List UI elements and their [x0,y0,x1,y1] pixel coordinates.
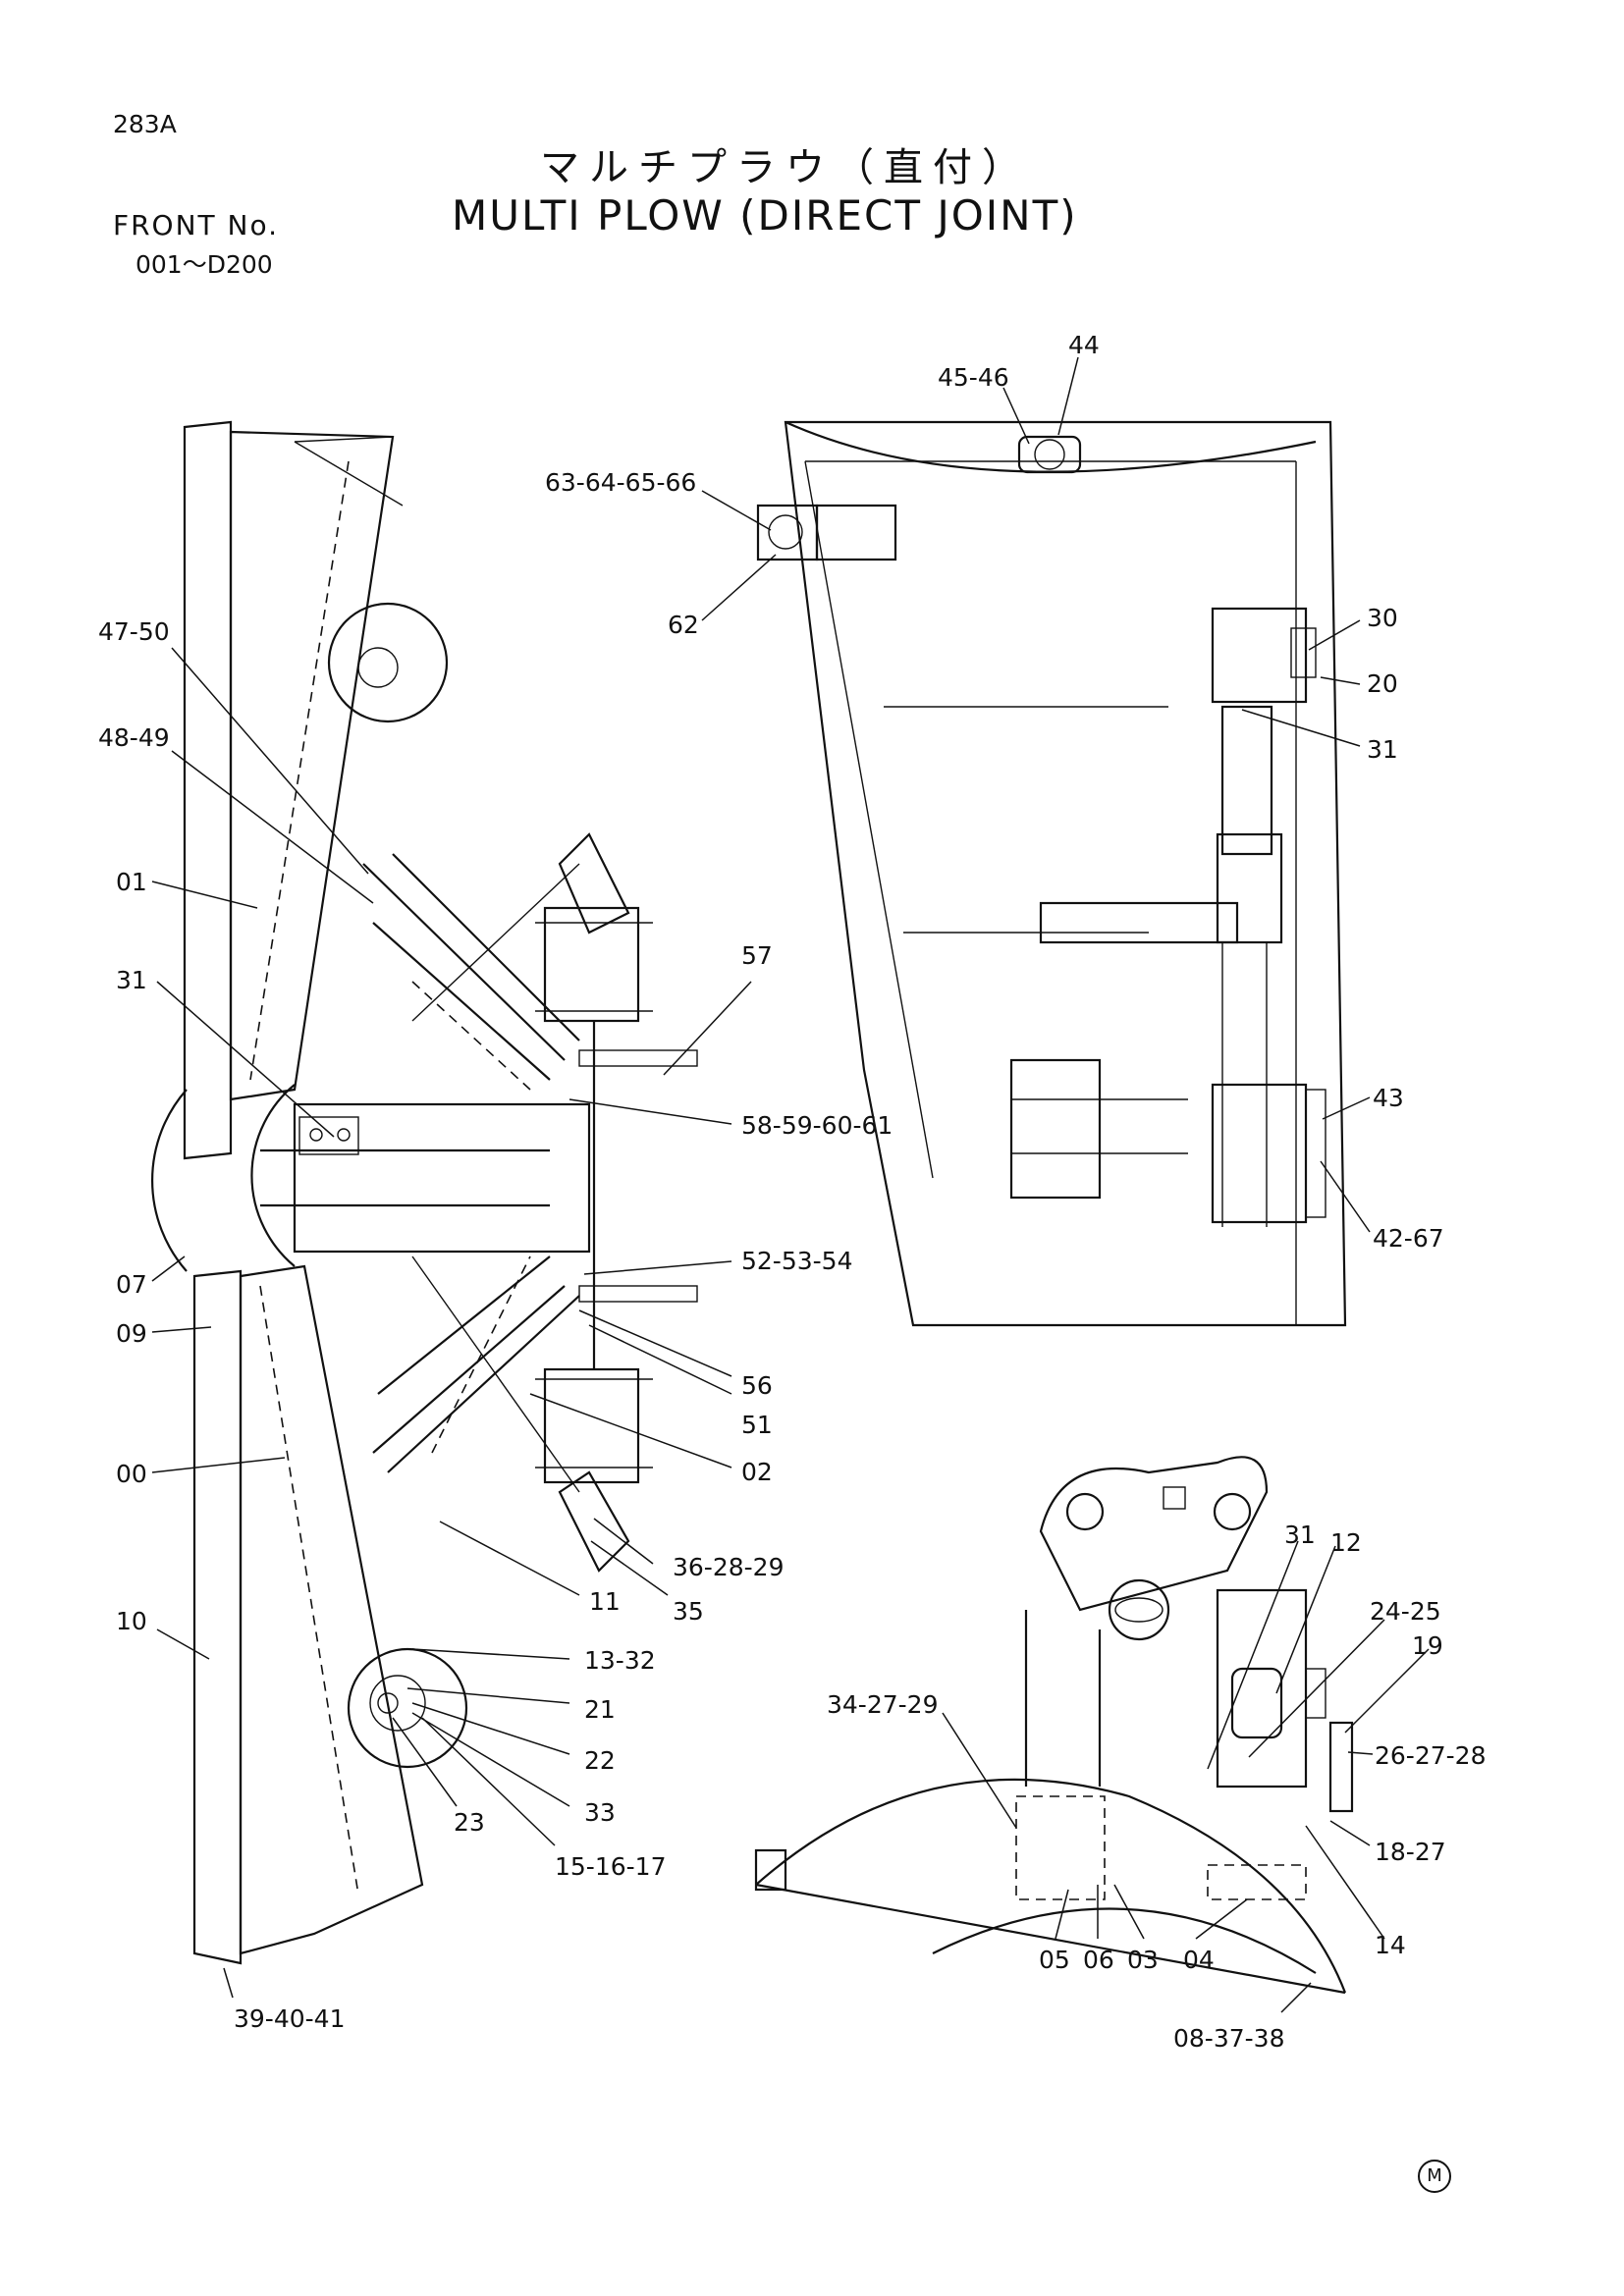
callout-15-16-17: 15-16-17 [555,1852,666,1881]
callout-19: 19 [1412,1631,1443,1660]
callout-labels: 47-50 48-49 01 31 07 09 00 10 39-40-41 5… [98,331,1486,2053]
top-eye-bracket [1017,435,1082,474]
callout-09: 09 [116,1319,147,1348]
upper-gauge-wheel [327,602,449,723]
inner-bracket [1009,1058,1102,1200]
maker-mark-logo: M [1418,2160,1451,2193]
lower-blade [239,1264,424,1955]
title-english: MULTI PLOW (DIRECT JOINT) [452,191,1078,240]
callout-31-plan: 31 [116,966,147,994]
callout-22: 22 [584,1746,616,1775]
upper-cylinder [362,863,566,1061]
side-frame [784,420,1347,1327]
upper-blade-edge [183,420,233,1160]
front-number-label: FRONT No. [113,209,280,241]
front-column [1216,1588,1308,1789]
callout-07: 07 [116,1270,147,1299]
callout-44: 44 [1068,331,1100,359]
front-side-plate [1328,1721,1354,1813]
callout-58-59-60-61: 58-59-60-61 [741,1111,893,1140]
callout-33: 33 [584,1798,616,1827]
callout-06: 06 [1083,1946,1114,1974]
upper-blade [229,430,395,1101]
callout-47-50: 47-50 [98,617,170,646]
callout-56: 56 [741,1371,773,1400]
plan-view-drawing [151,420,698,1965]
hydraulic-cylinder-barrel [1216,832,1283,944]
side-view-drawing [756,420,1347,1327]
callout-48-49: 48-49 [98,723,170,752]
callout-11: 11 [589,1587,621,1616]
callout-10: 10 [116,1607,147,1635]
callout-21: 21 [584,1695,616,1724]
callout-45-46: 45-46 [938,363,1009,392]
callout-34-27-29: 34-27-29 [827,1690,938,1719]
callout-52-53-54: 52-53-54 [741,1247,852,1275]
callout-43: 43 [1373,1084,1404,1112]
side-boss [756,504,819,561]
front-view-drawing [754,1456,1354,1995]
lower-gauge-wheel [347,1647,468,1769]
callout-30: 30 [1367,604,1398,632]
title-japanese: マルチプラウ（直付） [540,145,1031,190]
center-hitch-frame [293,1102,591,1254]
callout-12: 12 [1330,1528,1362,1557]
callout-02: 02 [741,1458,773,1486]
callout-03: 03 [1127,1946,1159,1974]
callout-20: 20 [1367,669,1398,698]
lower-mount-bracket [543,1367,640,1484]
callout-51: 51 [741,1411,773,1439]
upper-mount-bracket [543,906,640,1023]
front-boss [1108,1578,1170,1641]
center-pivot-arc [151,1089,188,1272]
callout-35: 35 [673,1597,704,1626]
callout-57: 57 [741,941,773,970]
callout-31-front: 31 [1284,1521,1316,1549]
callout-14: 14 [1375,1931,1406,1959]
lower-cylinder [372,1285,566,1454]
callout-62: 62 [668,611,699,639]
front-cylinder [1230,1667,1283,1739]
callout-00: 00 [116,1460,147,1488]
inner-crossbar [1039,901,1239,944]
callout-23: 23 [454,1808,485,1837]
front-moldboard [755,1778,1347,1994]
lower-lift-lug [558,1470,630,1573]
hydraulic-cylinder-rod [1220,705,1273,856]
callout-04: 04 [1183,1946,1215,1974]
lower-blade-edge [192,1269,243,1965]
upper-lift-lug [558,832,630,934]
lower-cylinder-block [1211,1083,1308,1224]
front-dashed-plates [1015,1795,1106,1900]
callout-13-32: 13-32 [584,1646,656,1675]
front-number-range: 001～D200 [135,250,273,279]
callout-05: 05 [1039,1946,1070,1974]
front-upper-arm [1039,1456,1269,1612]
callout-31-side: 31 [1367,735,1398,764]
callout-42-67: 42-67 [1373,1224,1444,1253]
leader-lines [151,356,1430,2013]
callout-18-27: 18-27 [1375,1838,1446,1866]
callout-36-28-29: 36-28-29 [673,1553,784,1581]
callout-24-25: 24-25 [1370,1597,1441,1626]
callout-01: 01 [116,868,147,896]
page-number: 283A [113,110,177,138]
callout-26-27-28: 26-27-28 [1375,1741,1486,1770]
callout-39-40-41: 39-40-41 [234,2004,345,2033]
callout-63-64-65-66: 63-64-65-66 [545,468,696,497]
callout-08-37-38: 08-37-38 [1173,2024,1284,2053]
upper-clevis [1211,607,1308,704]
